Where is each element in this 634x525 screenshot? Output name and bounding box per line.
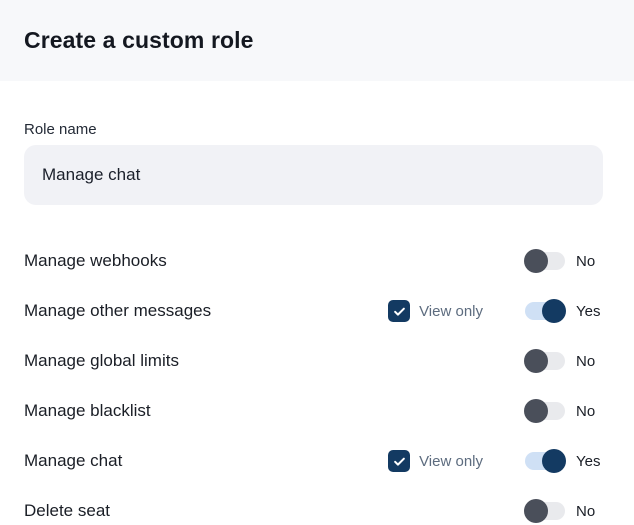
view-only-checkbox[interactable] [388,300,411,322]
view-only-group: View only [388,450,483,472]
permissions-list: Manage webhooks No Manage other messages… [0,236,634,525]
toggle-switch[interactable] [524,249,565,273]
dialog-title: Create a custom role [24,27,254,53]
toggle-knob [542,299,566,323]
toggle-state-label: No [576,402,596,420]
permission-row-delete-seat: Delete seat No [24,486,610,525]
checkmark-icon [393,457,405,466]
toggle-switch[interactable] [524,499,565,523]
checkmark-icon [393,307,405,316]
permission-label: Manage other messages [24,301,212,320]
toggle-state-label: No [576,252,596,270]
permission-label: Manage chat [24,451,123,470]
permission-label: Delete seat [24,501,110,520]
permission-label: Manage blacklist [24,401,151,420]
role-name-input[interactable] [24,145,603,205]
toggle-knob [524,249,548,273]
view-only-checkbox[interactable] [388,450,411,472]
dialog-header: Create a custom role [0,0,634,81]
permission-label: Manage global limits [24,351,179,370]
toggle-switch[interactable] [525,299,566,323]
permission-row-manage-other-messages: Manage other messages View only Yes [24,286,610,336]
toggle-switch[interactable] [524,399,565,423]
toggle-state-label: Yes [576,452,601,470]
toggle-switch[interactable] [525,449,566,473]
toggle-knob [542,449,566,473]
permission-label: Manage webhooks [24,251,167,270]
toggle-knob [524,399,548,423]
toggle-switch[interactable] [524,349,565,373]
toggle-state-label: Yes [576,302,601,320]
toggle-state-label: No [576,502,596,520]
permission-row-manage-global-limits: Manage global limits No [24,336,610,386]
toggle-knob [524,499,548,523]
permission-row-manage-blacklist: Manage blacklist No [24,386,610,436]
view-only-group: View only [388,300,483,322]
permission-row-manage-webhooks: Manage webhooks No [24,236,610,286]
toggle-knob [524,349,548,373]
view-only-label: View only [419,302,483,320]
role-name-label: Role name [24,121,97,138]
toggle-state-label: No [576,352,596,370]
permission-row-manage-chat: Manage chat View only Yes [24,436,610,486]
role-name-section: Role name [0,81,634,205]
view-only-label: View only [419,452,483,470]
